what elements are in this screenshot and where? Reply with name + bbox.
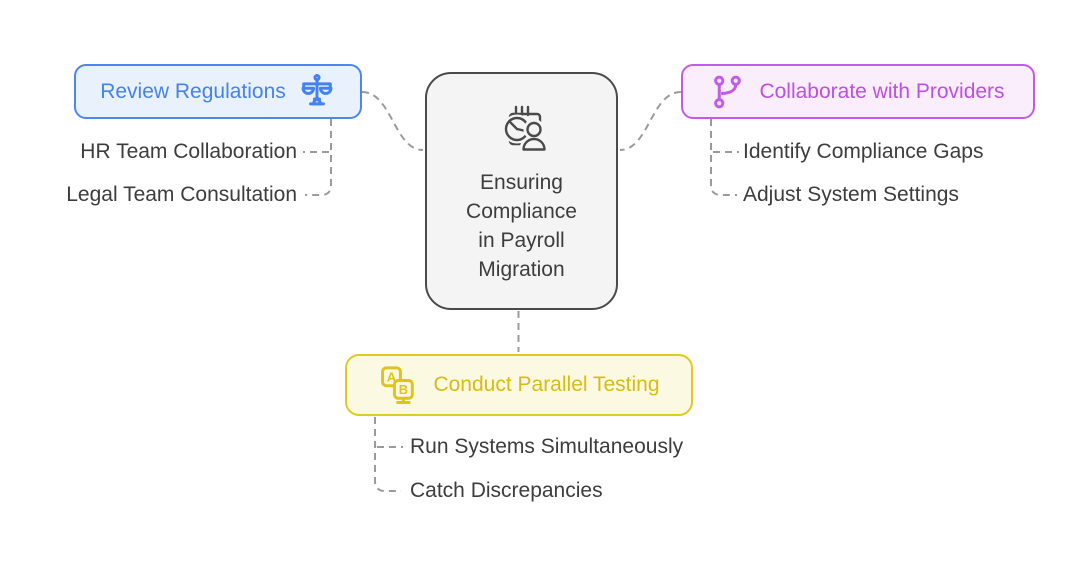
edge-collaborate-children-trunk: [710, 119, 737, 196]
git-branch-icon: [711, 72, 747, 112]
branch-label: Collaborate with Providers: [759, 79, 1005, 103]
sub-item-identify-compliance-gaps: Identify Compliance Gaps: [743, 140, 984, 163]
sub-item-catch-discrepancies: Catch Discrepancies: [410, 479, 603, 502]
ab-testing-icon: A B: [378, 363, 420, 407]
center-title-line: Ensuring: [480, 171, 563, 194]
edge-testing-children-trunk: [374, 417, 401, 492]
sub-item-adjust-system-settings: Adjust System Settings: [743, 183, 959, 206]
branch-label: Conduct Parallel Testing: [433, 373, 660, 396]
center-node-title: Ensuring Compliance in Payroll Migration: [466, 168, 577, 284]
calendar-report-person-icon: [489, 102, 555, 160]
branch-node-conduct-parallel-testing: A B Conduct Parallel Testing: [345, 354, 693, 416]
sub-item-run-systems-simultaneously: Run Systems Simultaneously: [410, 435, 684, 458]
branch-node-collaborate-with-providers: Collaborate with Providers: [681, 64, 1035, 119]
branch-label: Review Regulations: [100, 79, 286, 103]
balance-scale-icon: [298, 73, 336, 111]
sub-item-hr-team-collaboration: HR Team Collaboration: [80, 140, 297, 163]
branch-node-review-regulations: Review Regulations: [74, 64, 362, 119]
edge-collaborate-to-center: [619, 91, 682, 151]
ab-icon-letter-b: B: [399, 382, 408, 397]
center-title-line: Migration: [478, 258, 565, 281]
center-node-ensuring-compliance: Ensuring Compliance in Payroll Migration: [425, 72, 618, 310]
center-title-line: in Payroll: [478, 229, 565, 252]
edge-review-to-center: [361, 91, 424, 151]
sub-item-legal-team-consultation: Legal Team Consultation: [66, 183, 297, 206]
center-title-line: Compliance: [466, 200, 577, 223]
edge-review-children-trunk: [305, 119, 332, 196]
ab-icon-letter-a: A: [387, 370, 396, 385]
